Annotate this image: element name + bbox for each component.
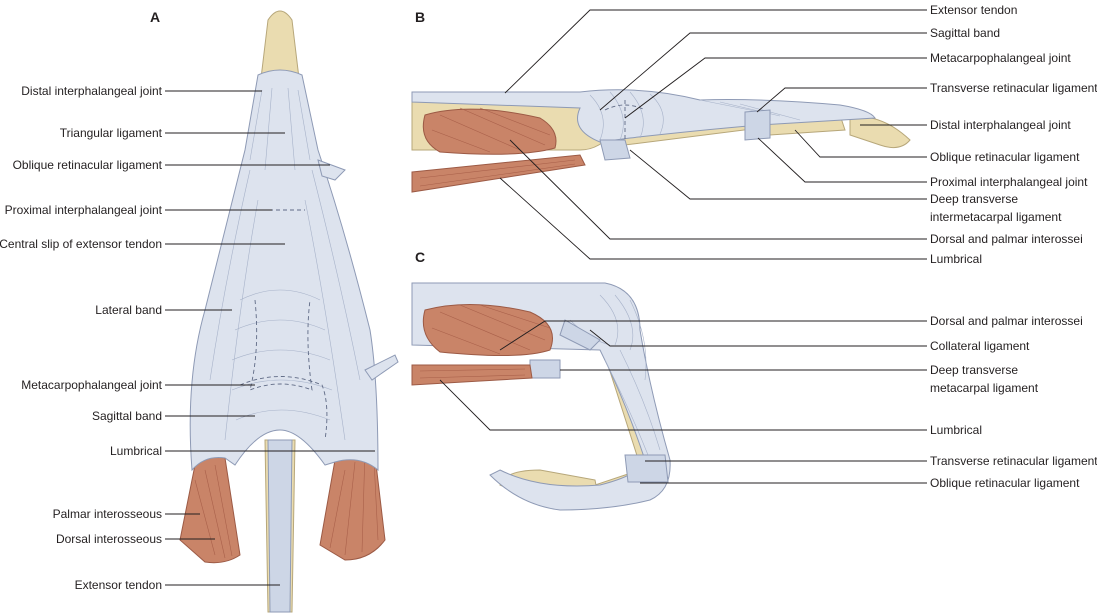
extensor-tendon-strip [267,439,293,613]
label-c-collateral-ligament: Collateral ligament [930,339,1030,353]
distal-phalanx-bone-b [849,116,911,149]
label-c-dorsal-palmar-interossei: Dorsal and palmar interossei [930,314,1083,328]
label-b-deep-transverse-2: intermetacarpal ligament [930,210,1062,224]
label-b-oblique-retinacular: Oblique retinacular ligament [930,150,1080,164]
label-c-deep-transverse-2: metacarpal ligament [930,381,1039,395]
label-central-slip: Central slip of extensor tendon [0,237,162,251]
label-c-transverse-retinacular: Transverse retinacular ligament [930,454,1097,468]
panel-c-illustration [411,282,671,511]
panel-a-labels: Distal interphalangeal joint Triangular … [0,84,375,592]
label-b-lumbrical: Lumbrical [930,252,982,266]
label-proximal-interphalangeal-joint: Proximal interphalangeal joint [5,203,163,217]
interossei-muscle-b [422,108,557,155]
label-b-proximal-interphalangeal: Proximal interphalangeal joint [930,175,1088,189]
label-metacarpophalangeal-joint: Metacarpophalangeal joint [21,378,162,392]
panel-label-a: A [150,9,160,25]
panel-label-c: C [415,249,425,265]
label-c-lumbrical: Lumbrical [930,423,982,437]
label-b-deep-transverse-1: Deep transverse [930,192,1018,206]
label-triangular-ligament: Triangular ligament [60,126,163,140]
panel-label-b: B [415,9,425,25]
label-extensor-tendon-a: Extensor tendon [75,578,162,592]
panel-c-labels: Dorsal and palmar interossei Collateral … [439,314,1097,490]
interossei-muscle-c [422,303,553,357]
label-oblique-retinacular-ligament: Oblique retinacular ligament [13,158,163,172]
label-sagittal-band: Sagittal band [92,409,162,423]
panel-b-labels: Extensor tendon Sagittal band Metacarpop… [499,3,1097,266]
label-b-dorsal-palmar-interossei: Dorsal and palmar interossei [930,232,1083,246]
label-dorsal-interosseous: Dorsal interosseous [56,532,162,546]
palmar-interosseous-muscle [179,456,241,564]
label-b-extensor-tendon: Extensor tendon [930,3,1017,17]
label-b-transverse-retinacular: Transverse retinacular ligament [930,81,1097,95]
extensor-expansion [189,69,379,472]
label-b-sagittal-band: Sagittal band [930,26,1000,40]
panel-b-illustration [411,89,911,193]
label-c-oblique-retinacular: Oblique retinacular ligament [930,476,1080,490]
label-distal-interphalangeal-joint: Distal interphalangeal joint [21,84,162,98]
lumbrical-muscle-b [411,154,586,193]
label-palmar-interosseous: Palmar interosseous [53,507,162,521]
extensor-tendon-b [411,89,876,143]
lumbrical-muscle-c [411,364,533,386]
panel-a-illustration [179,10,399,613]
label-lumbrical: Lumbrical [110,444,162,458]
label-b-distal-interphalangeal: Distal interphalangeal joint [930,118,1071,132]
label-lateral-band: Lateral band [95,303,162,317]
label-c-deep-transverse-1: Deep transverse [930,363,1018,377]
label-b-metacarpophalangeal-joint: Metacarpophalangeal joint [930,51,1071,65]
